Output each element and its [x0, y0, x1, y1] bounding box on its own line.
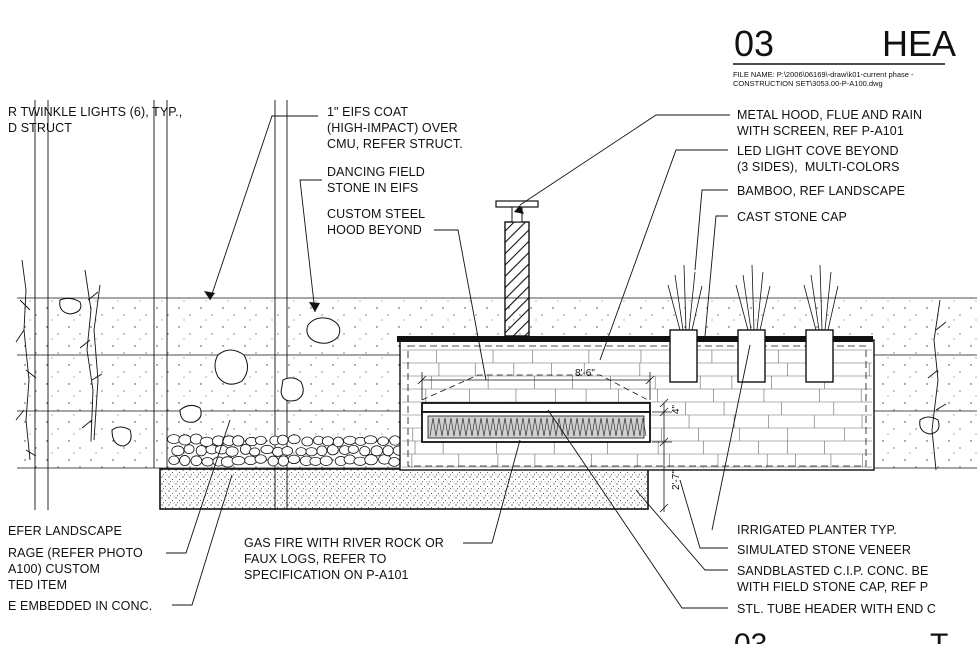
label-refer-photo: RAGE (REFER PHOTO A100) CUSTOM TED ITEM: [8, 546, 143, 592]
river-rock: [199, 436, 214, 447]
river-rock: [321, 436, 334, 447]
river-rock: [276, 434, 289, 446]
next-sheet-number-cut: 03: [734, 630, 767, 644]
river-rock: [389, 435, 401, 446]
river-rock: [370, 445, 383, 457]
river-rock: [171, 445, 185, 457]
label-led-cove: LED LIGHT COVE BEYOND (3 SIDES), MULTI-C…: [737, 144, 900, 174]
river-rock: [183, 444, 195, 454]
next-sheet-title-cut: T: [930, 630, 948, 644]
planters: [669, 329, 834, 383]
dim-height: 2'-7": [671, 470, 682, 490]
leader-lines: [166, 114, 751, 609]
dim-opening: 4": [671, 404, 682, 414]
river-rock: [377, 436, 390, 446]
river-rock: [363, 435, 378, 445]
concrete-base: [159, 468, 649, 510]
river-rock: [319, 455, 333, 466]
file-name-line-1: FILE NAME: P:\2006\06169\-draw\k01-curre…: [733, 70, 914, 79]
label-stone-veneer: SIMULATED STONE VENEER: [737, 543, 911, 557]
river-rock: [359, 445, 371, 457]
river-rock: [231, 456, 246, 466]
river-rock: [382, 445, 394, 457]
label-twinkle-lights: R TWINKLE LIGHTS (6), TYP.,: [8, 105, 183, 119]
river-rock: [167, 434, 181, 444]
led-cove-dashed: [407, 345, 867, 467]
river-rock: [254, 454, 267, 464]
flame-zigzag: [429, 417, 647, 437]
river-rock: [195, 445, 207, 457]
file-name-line-2: CONSTRUCTION SET\3053.00-P-A100.dwg: [733, 79, 883, 88]
label-sandblasted: SANDBLASTED C.I.P. CONC. BE WITH FIELD S…: [737, 564, 929, 594]
fire-burner: [427, 415, 645, 439]
river-rock: [343, 454, 356, 465]
river-rock: [301, 436, 314, 447]
river-rock: [343, 435, 357, 445]
flue-pipe: [504, 221, 530, 337]
river-rock-pile: [167, 433, 407, 468]
river-rock: [168, 455, 180, 466]
river-rock: [225, 446, 239, 457]
sheet-number: 03: [734, 23, 775, 64]
rain-cap-post: [511, 206, 523, 223]
leader-arrows: [204, 205, 524, 312]
river-rock: [201, 457, 214, 467]
river-rock: [179, 455, 191, 466]
dimension-lines: [417, 372, 672, 513]
river-rock: [388, 457, 401, 467]
river-rock: [309, 456, 322, 466]
label-bamboo: BAMBOO, REF LANDSCAPE: [737, 184, 906, 198]
label-refer-landscape: EFER LANDSCAPE: [8, 524, 122, 538]
river-rock: [249, 447, 261, 457]
river-rock: [277, 455, 289, 467]
river-rock: [353, 456, 367, 466]
label-metal-hood: METAL HOOD, FLUE AND RAIN WITH SCREEN, R…: [737, 108, 923, 138]
field-stones: [59, 297, 940, 447]
river-rock: [281, 446, 294, 456]
label-irrigated-planter: IRRIGATED PLANTER TYP.: [737, 523, 897, 537]
river-rock: [260, 444, 274, 455]
dim-width: 8'-6": [575, 368, 595, 379]
label-field-stone: DANCING FIELD STONE IN EIFS: [327, 165, 425, 195]
label-tube-header: STL. TUBE HEADER WITH END C: [737, 602, 937, 616]
label-cast-stone-cap: CAST STONE CAP: [737, 210, 847, 224]
label-embedded: E EMBEDDED IN CONC.: [8, 599, 153, 613]
river-rock: [267, 455, 279, 467]
sheet-title: HEA: [882, 23, 957, 64]
river-rock: [316, 445, 328, 457]
landscape-plants-left: [15, 259, 947, 471]
river-rock: [254, 435, 267, 445]
firebox-header: [421, 402, 651, 413]
cast-stone-cap: [397, 336, 873, 342]
river-rock: [326, 444, 339, 456]
rain-cap: [495, 200, 539, 208]
river-rock: [364, 454, 378, 466]
river-rock: [332, 436, 344, 448]
river-rock: [295, 447, 307, 456]
river-rock: [190, 455, 203, 467]
river-rock: [232, 435, 245, 447]
label-steel-hood: CUSTOM STEEL HOOD BEYOND: [327, 207, 426, 237]
label-eifs-coat: 1" EIFS COAT (HIGH-IMPACT) OVER CMU, REF…: [327, 105, 463, 151]
river-rock: [305, 447, 318, 457]
label-struct: D STRUCT: [8, 121, 72, 135]
river-rock: [287, 454, 301, 465]
label-gas-fire: GAS FIRE WITH RIVER ROCK OR FAUX LOGS, R…: [244, 536, 444, 582]
river-rock: [287, 434, 301, 445]
steel-hood-dashed: [421, 374, 649, 401]
bamboo-grass: [667, 264, 839, 331]
river-rock: [347, 444, 359, 454]
river-rock: [178, 434, 192, 446]
